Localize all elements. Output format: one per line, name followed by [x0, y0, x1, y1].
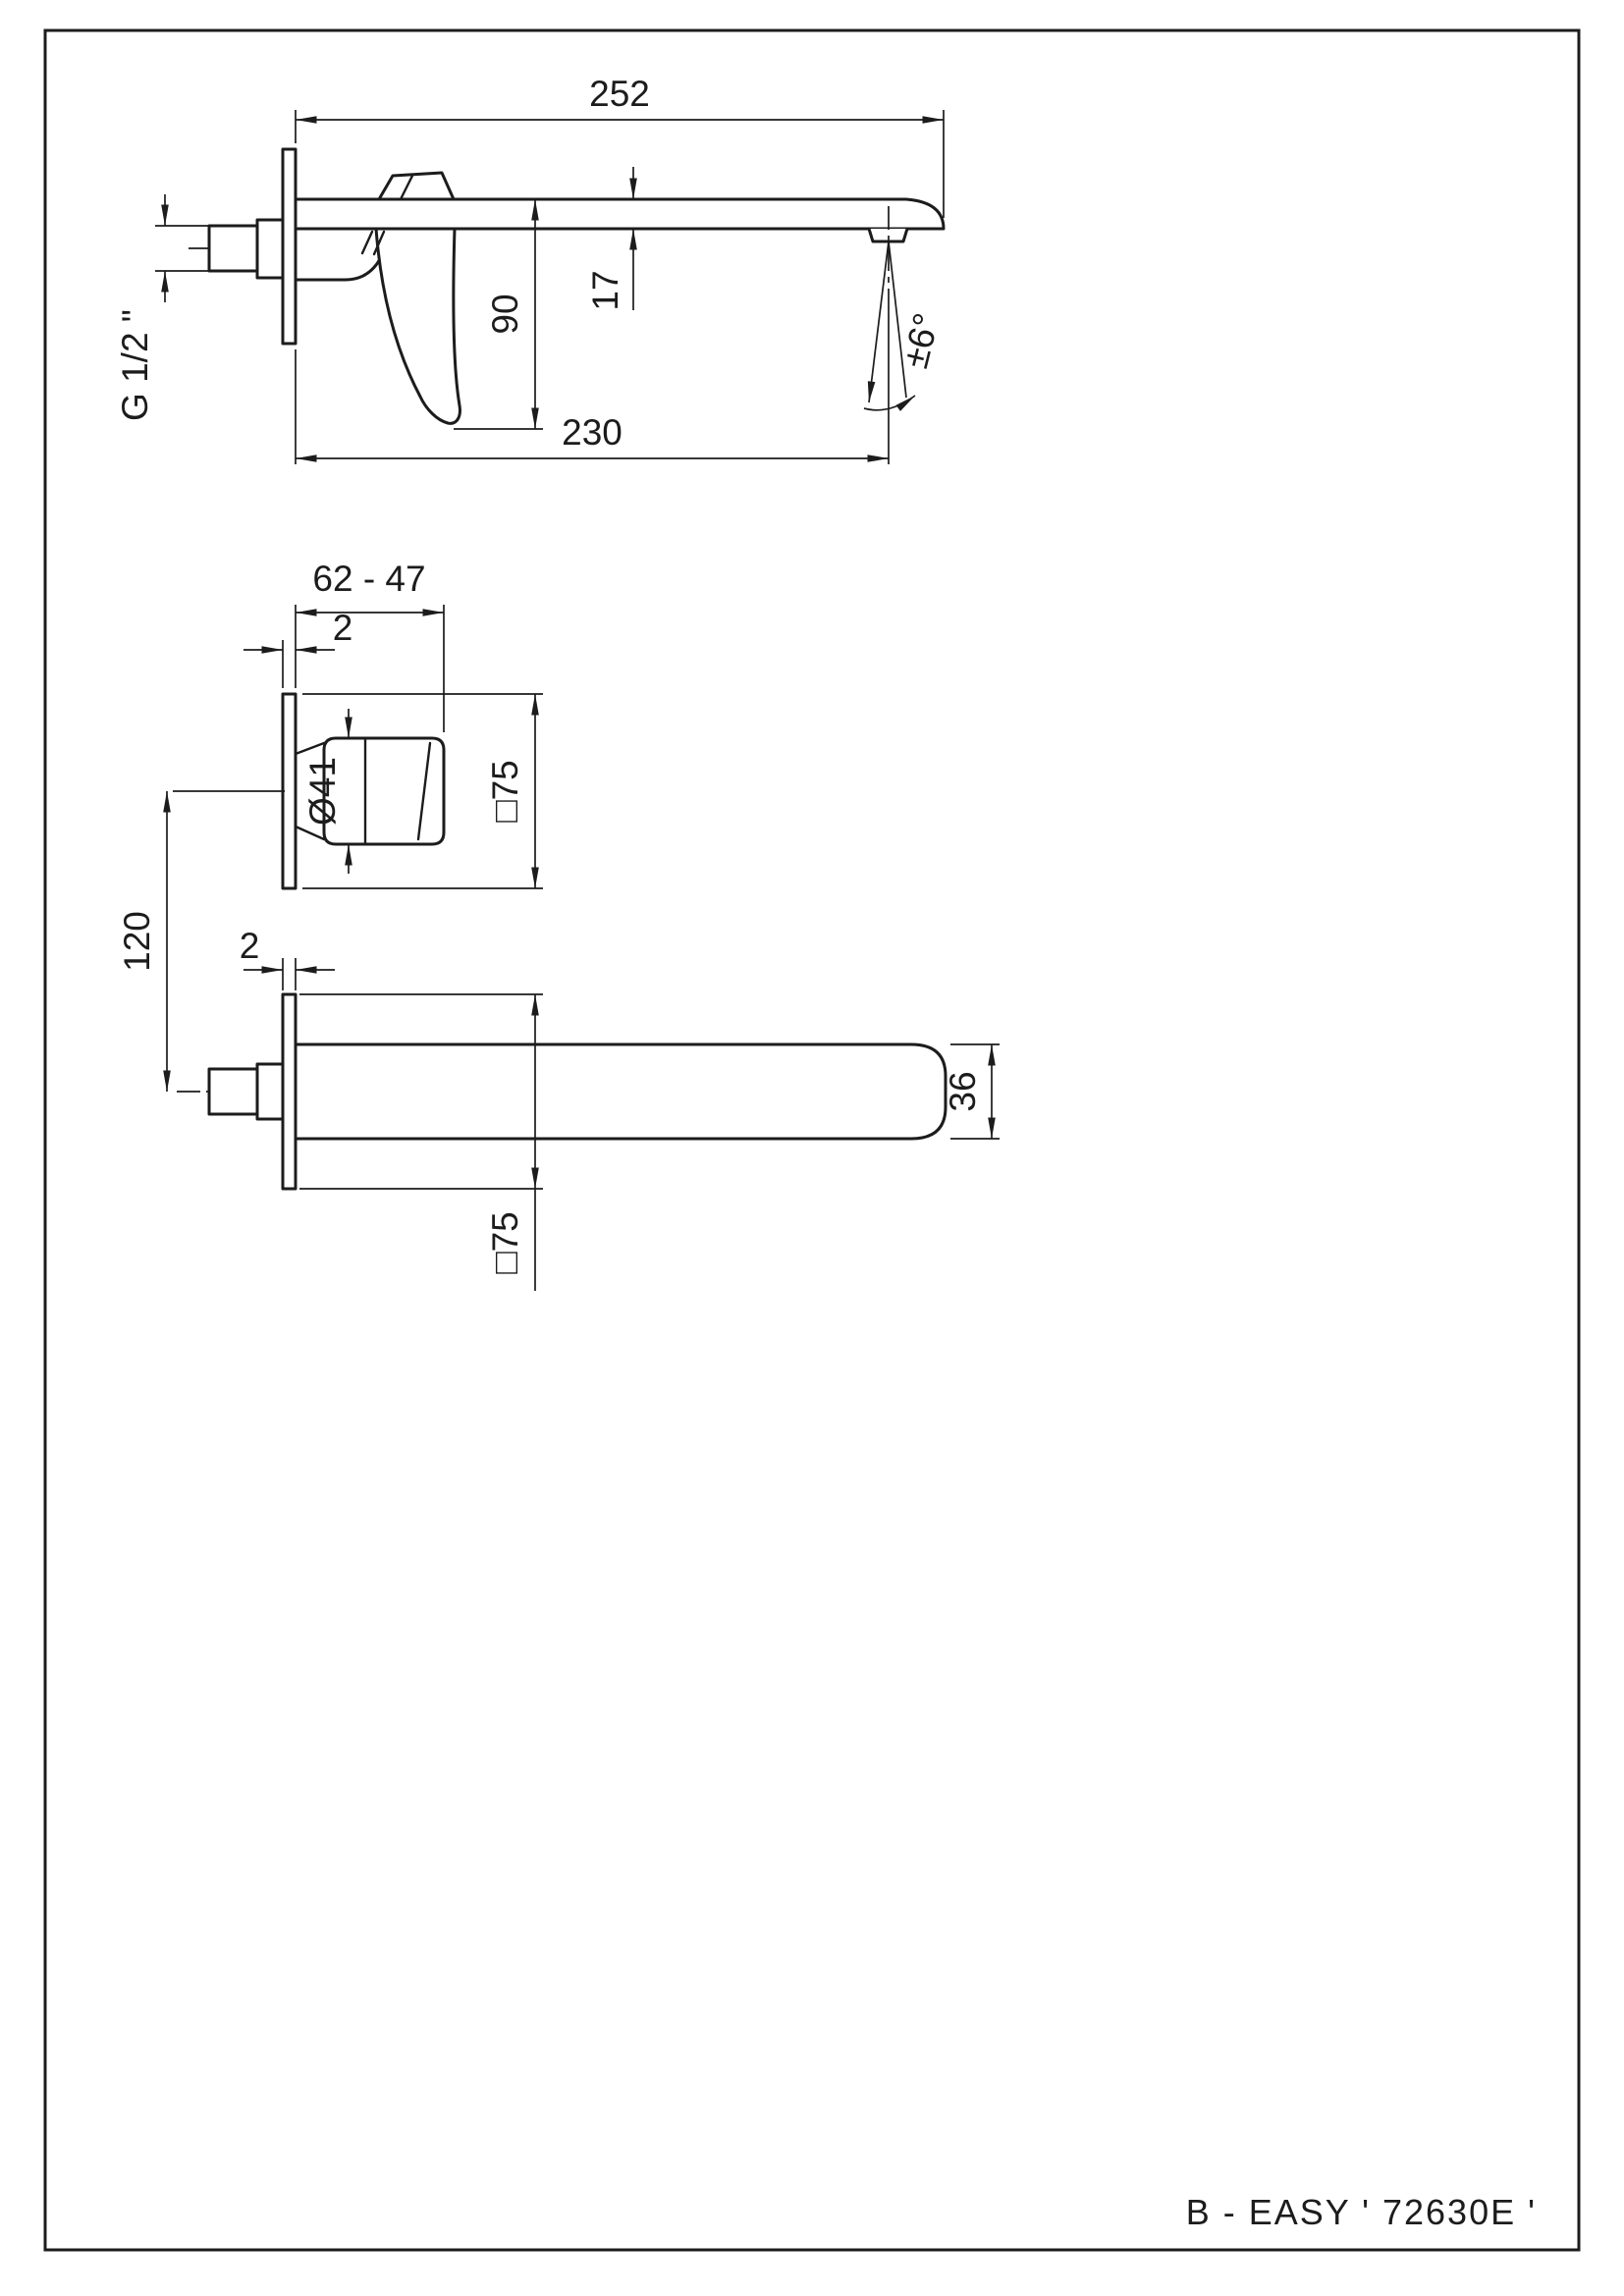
dim-plan-plate-size: □75 [299, 993, 543, 1291]
handle-top-cap [377, 171, 456, 201]
projection-range-label: 62 - 47 [312, 559, 425, 599]
plan-plate-size-label: □75 [485, 1211, 525, 1274]
dim-overall-length: 252 [295, 74, 945, 218]
spout-reach-label: 230 [562, 412, 623, 453]
handle-drop-label: 90 [485, 294, 525, 334]
handle-knob [322, 736, 446, 846]
swivel-angle-label: ±6° [894, 309, 947, 372]
plan-wall-plate [281, 992, 298, 1191]
dim-swivel-angle: ±6° [863, 240, 947, 411]
dim-projection-range: 62 - 47 [295, 559, 445, 732]
wall-plate [281, 147, 298, 346]
inlet-thread-nipple [207, 224, 259, 273]
spout-thickness-label: 17 [585, 270, 625, 310]
dim-axis-distance: 120 [117, 790, 285, 1092]
trim-plate-size-label: □75 [485, 760, 525, 823]
faucet-geometry [189, 147, 946, 425]
view-side-elevation: 252 90 17 230 ±6° [115, 74, 947, 464]
axis-distance-label: 120 [117, 911, 157, 972]
knob-front-chamfer [416, 741, 432, 841]
inlet-flange [255, 218, 285, 280]
view-spout-plan: 2 36 □75 [177, 926, 1000, 1291]
inlet-thread-label: G 1/2 " [115, 309, 155, 421]
spout-plan-body [294, 1042, 947, 1141]
plan-thread-nipple [207, 1067, 259, 1116]
spout-plan-geometry [177, 992, 947, 1191]
spout-width-label: 36 [943, 1071, 983, 1111]
dim-handle-drop: 90 [454, 199, 543, 430]
lever-root-detail [360, 230, 386, 256]
dim-inlet-thread: G 1/2 " [115, 194, 209, 421]
overall-length-label: 252 [589, 74, 650, 114]
product-code: B - EASY ' 72630E ' [1186, 2192, 1537, 2232]
sheet-border [43, 28, 1581, 2252]
knob-taper-bottom [294, 825, 326, 841]
trim-geometry [281, 692, 446, 890]
handle-diameter-label: Ø41 [302, 757, 343, 826]
trim-plate-thickness-label: 2 [333, 608, 353, 648]
dim-plan-plate-thickness: 2 [240, 926, 335, 990]
spout-side [294, 197, 946, 231]
handle-cap-edge [399, 174, 414, 201]
dim-trim-plate-size: □75 [302, 693, 543, 889]
view-handle-trim: 62 - 47 2 Ø41 □75 120 [117, 559, 543, 1092]
dim-spout-reach: 230 [295, 206, 890, 464]
plan-plate-thickness-label: 2 [240, 926, 260, 966]
dim-trim-plate-thickness: 2 [244, 608, 352, 688]
dim-handle-diameter: Ø41 [302, 709, 352, 874]
dim-spout-width: 36 [943, 1043, 1000, 1140]
handle-lever [374, 227, 461, 425]
knob-taper-top [294, 741, 326, 756]
dim-spout-thickness: 17 [585, 167, 637, 311]
plan-inlet-flange [255, 1062, 285, 1121]
